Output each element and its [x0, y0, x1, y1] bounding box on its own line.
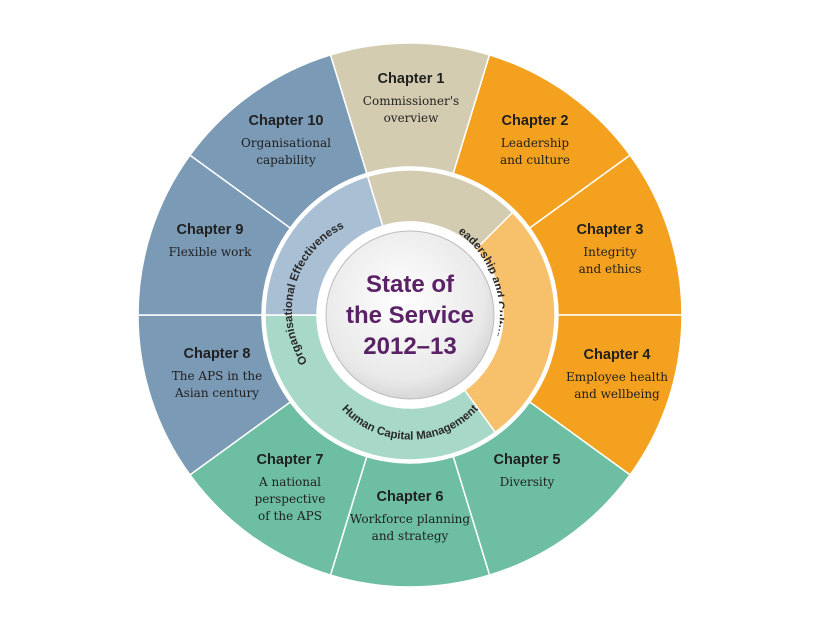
chapter-1-label: Chapter 1 Commissioner's overview [363, 71, 459, 125]
chapter-3-desc-line: Integrity [583, 245, 636, 259]
chapter-8-desc-line: Asian century [174, 386, 259, 400]
chapter-labels: Chapter 1 Commissioner's overview Chapter 2… [169, 71, 669, 543]
chapter-10-desc-line: Organisational [241, 136, 331, 150]
chapter-4-title: Chapter 4 [584, 347, 651, 363]
chapter-4-label: Chapter 4 Employee health and wellbeing [566, 347, 668, 401]
chapter-10-desc-line: capability [256, 153, 316, 167]
chapter-5-desc-line: Diversity [500, 475, 555, 489]
center-title-line-2: the Service [346, 302, 474, 329]
chapter-7-label: Chapter 7 A national perspective of the APS [255, 452, 326, 523]
band-hcm [264, 314, 497, 461]
chapter-7-desc-line: perspective [255, 492, 326, 506]
chapter-6-desc-line: and strategy [372, 529, 449, 543]
chapter-3-desc-line: and ethics [579, 262, 642, 276]
chapter-3-label: Chapter 3 Integrity and ethics [577, 222, 644, 276]
center-title-line-1: State of [366, 271, 455, 298]
chapter-6-title: Chapter 6 [377, 489, 444, 505]
chapter-9-label: Chapter 9 Flexible work [169, 222, 253, 259]
chapter-4-desc-line: Employee health [566, 370, 668, 384]
chapter-7-title: Chapter 7 [257, 452, 324, 468]
chapter-5-title: Chapter 5 [494, 452, 561, 468]
chapter-10-segment [188, 53, 368, 230]
chapter-1-desc-line: overview [384, 111, 440, 125]
center-title-line-3: 2012–13 [363, 333, 456, 360]
chapter-2-desc-line: and culture [500, 153, 570, 167]
chapter-5-label: Chapter 5 Diversity [494, 452, 561, 489]
chapter-9-desc-line: Flexible work [169, 245, 253, 259]
chapter-1-desc-line: Commissioner's [363, 94, 459, 108]
center-disc [325, 230, 495, 400]
chapter-4-desc-line: and wellbeing [574, 387, 660, 401]
chapter-6-desc-line: Workforce planning [350, 512, 470, 526]
chapter-2-label: Chapter 2 Leadership and culture [500, 113, 570, 167]
chapter-10-label: Chapter 10 Organisational capability [241, 113, 331, 167]
chapter-9-title: Chapter 9 [177, 222, 244, 238]
chapter-8-title: Chapter 8 [184, 346, 251, 362]
chapter-7-desc-line: of the APS [258, 509, 322, 523]
chapter-1-title: Chapter 1 [378, 71, 445, 87]
chapter-segments [137, 42, 683, 588]
chapter-2-title: Chapter 2 [502, 113, 569, 129]
chapter-3-title: Chapter 3 [577, 222, 644, 238]
band-overview-wedge [366, 169, 514, 251]
chapter-10-title: Chapter 10 [249, 113, 324, 129]
chapter-2-desc-line: Leadership [501, 136, 569, 150]
band-leadership [463, 211, 556, 434]
chapter-6-label: Chapter 6 Workforce planning and strategy [350, 489, 470, 543]
chapter-8-desc-line: The APS in the [172, 369, 262, 383]
chapter-7-desc-line: A national [258, 475, 321, 489]
